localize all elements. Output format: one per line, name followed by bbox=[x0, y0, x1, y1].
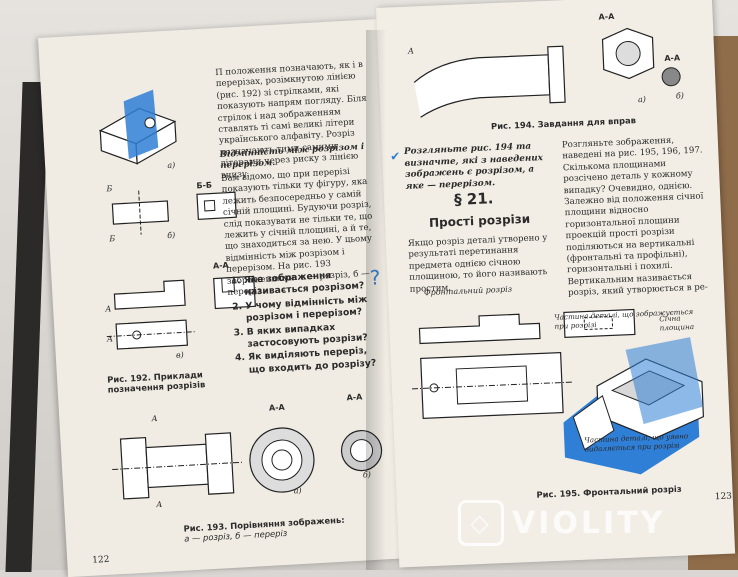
fig194a-label: а) bbox=[637, 94, 647, 105]
fig192a-label: а) bbox=[167, 160, 176, 170]
fig193-label-a1: А bbox=[151, 413, 158, 424]
fig192b-label-b2: Б bbox=[109, 234, 116, 244]
section-number: § 21. bbox=[453, 189, 494, 209]
fig193b-section-label: А-А bbox=[346, 392, 363, 403]
violity-watermark: ◇ VIOLITY bbox=[458, 500, 665, 546]
fig192c-drawing bbox=[106, 275, 256, 350]
fig192c-label-a2: А bbox=[106, 334, 114, 344]
fig194b-label: б) bbox=[675, 91, 685, 101]
right-page: А А-А А-А а) б) Рис. 194. Завдання для в… bbox=[376, 0, 736, 568]
watermark-text: VIOLITY bbox=[512, 505, 666, 541]
fig192-caption: Рис. 192. Приклади позначення розрізів bbox=[106, 369, 206, 395]
fig192b-label-b1: Б bbox=[106, 184, 113, 194]
fig192b-label: б) bbox=[166, 230, 176, 241]
fig192c-label: в) bbox=[175, 350, 184, 360]
left-page-number: 122 bbox=[91, 554, 110, 566]
question-list: Яке зображення називається розрізом? У ч… bbox=[230, 267, 386, 378]
fig195-drawing bbox=[411, 308, 705, 475]
fig192b-section-label: Б-Б bbox=[196, 180, 213, 191]
fig193-drawing bbox=[112, 427, 383, 500]
fig195-plane-label: Січна площина bbox=[659, 313, 695, 333]
column2-text: Розгляньте зображення, наведені на рис. … bbox=[561, 135, 709, 299]
fig192b-drawing bbox=[111, 190, 237, 235]
task-text: Розгляньте рис. 194 та визначте, які з н… bbox=[403, 141, 544, 192]
fig194-section-label: А-А bbox=[598, 12, 615, 22]
fig194-label-a1: А bbox=[407, 46, 415, 56]
fig194-drawing bbox=[413, 27, 681, 118]
fig193-label-a2: А bbox=[155, 499, 163, 510]
fig192c-label-a1: А bbox=[104, 304, 112, 314]
violity-logo-icon: ◇ bbox=[458, 500, 504, 546]
fig193a-section-label: А-А bbox=[268, 402, 285, 413]
left-page: а) Б Б Б-Б б) А-А А А в) Рис. 192. Прикл… bbox=[38, 19, 408, 577]
fig193a-label: а) bbox=[293, 486, 302, 496]
section-title: Прості розрізи bbox=[428, 211, 531, 230]
page-gutter-shadow bbox=[366, 30, 386, 570]
right-page-number: 123 bbox=[714, 491, 733, 503]
fig192a-drawing bbox=[98, 89, 177, 165]
task-check-icon: ✔ bbox=[389, 149, 401, 164]
fig195-caption: Рис. 195. Фронтальний розріз bbox=[536, 483, 682, 500]
fig194b-section-label: А-А bbox=[664, 53, 681, 63]
